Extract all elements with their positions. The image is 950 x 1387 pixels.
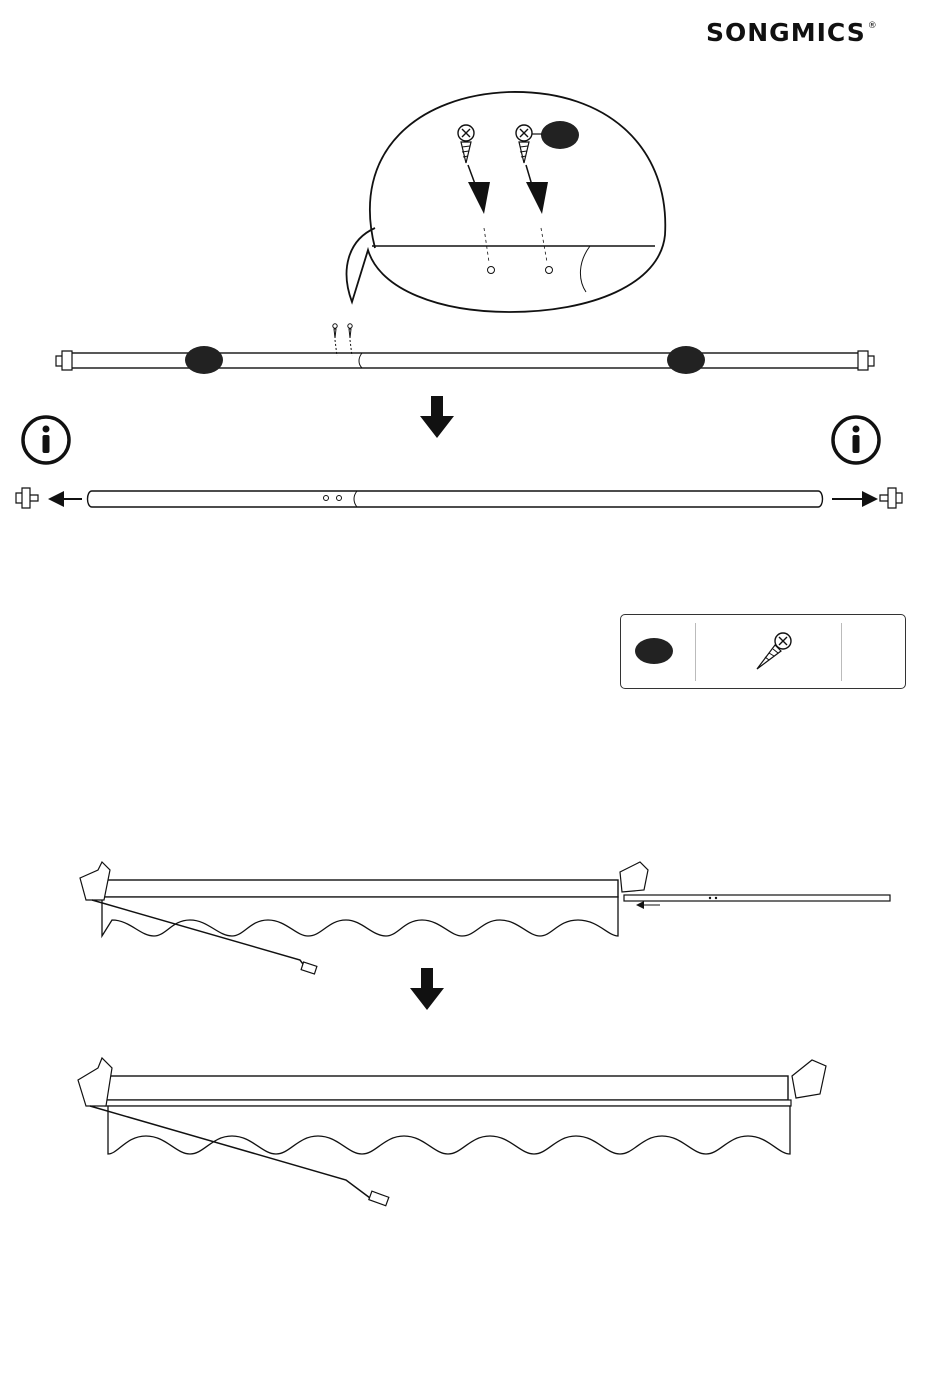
arrow-down-icon — [420, 396, 454, 438]
part-badge — [667, 346, 705, 374]
part-badge — [185, 346, 223, 374]
screw-icon — [747, 631, 797, 673]
awning-after-insert — [78, 1058, 826, 1206]
divider — [695, 623, 696, 681]
bar-with-end-caps — [56, 324, 874, 374]
info-icon — [23, 417, 69, 463]
part-badge — [541, 121, 579, 149]
awning-before-insert — [80, 862, 890, 974]
bar-without-end-caps — [16, 488, 902, 508]
end-cap — [16, 488, 38, 508]
info-icon — [833, 417, 879, 463]
part-badge — [635, 638, 673, 664]
divider — [841, 623, 842, 681]
arrow-down-icon — [410, 968, 444, 1010]
zoom-callout — [347, 92, 666, 312]
end-cap — [880, 488, 902, 508]
parts-list-box — [620, 614, 906, 689]
